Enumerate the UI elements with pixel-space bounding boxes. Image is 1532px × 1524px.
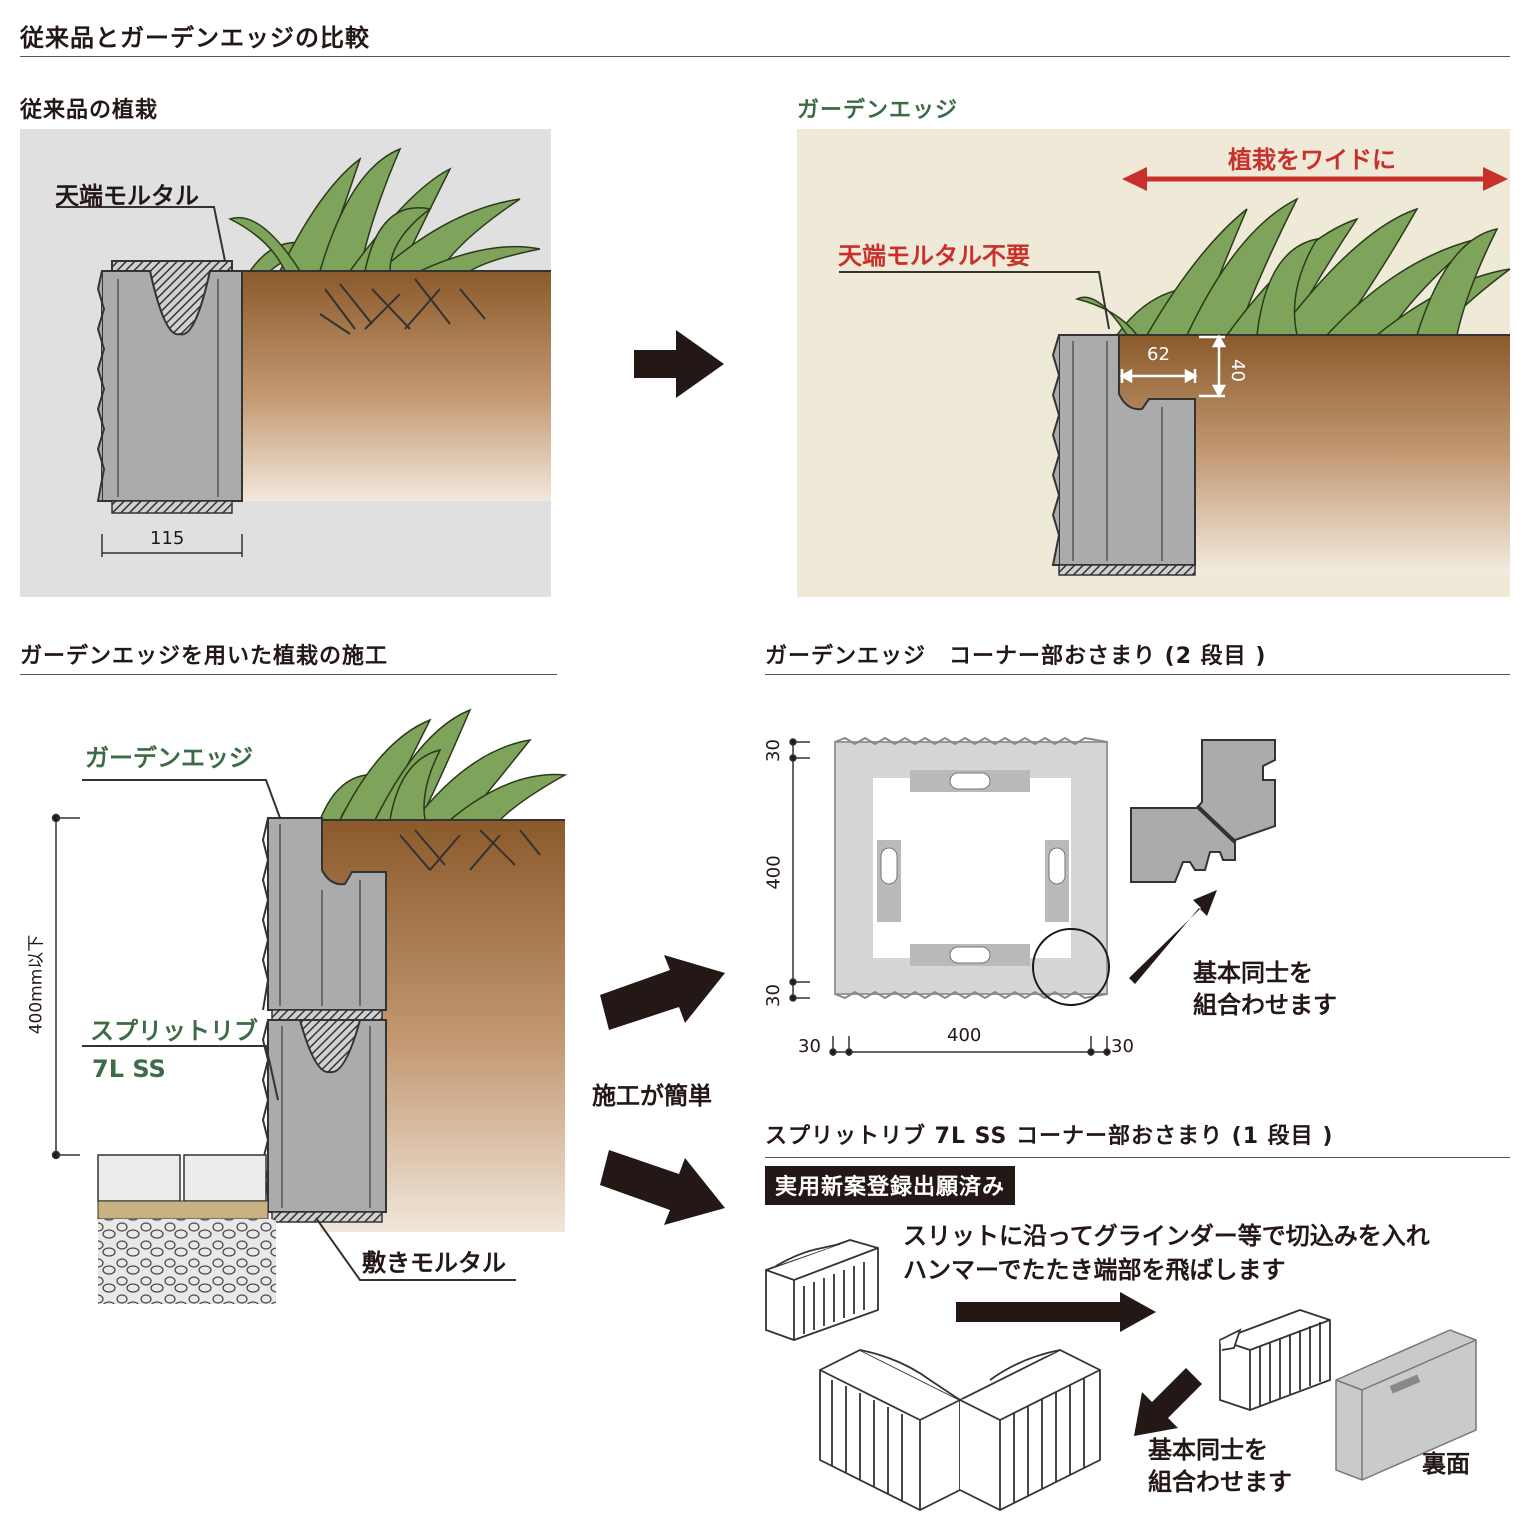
dim-62-label: 62 — [1147, 344, 1170, 365]
conventional-heading: 従来品の植栽 — [20, 98, 159, 123]
soil-hatch — [319, 278, 486, 335]
back-face-label: 裏面 — [1422, 1450, 1470, 1478]
paving-stone — [97, 1154, 181, 1202]
top-mortar-label: 天端モルタル — [55, 182, 199, 210]
gravel-layer — [98, 1219, 276, 1304]
dim-height — [51, 813, 80, 1160]
compare-arrow-icon — [634, 330, 724, 398]
dim-400-vertical: 400 — [763, 855, 785, 890]
corner1-note-line2: 組合わせます — [1148, 1468, 1292, 1496]
corner2-diagram — [789, 736, 1276, 1056]
split-rib-block-trimmed — [1219, 1309, 1331, 1411]
garden-edge-diagram — [839, 167, 1511, 576]
split-rib-label: スプリットリブ — [90, 1017, 258, 1045]
garden-edge-heading: ガーデンエッジ — [797, 98, 959, 123]
bed-mortar-label: 敷きモルタル — [362, 1249, 506, 1277]
corner1-arrow-icon — [1134, 1368, 1202, 1436]
dim-30-right: 30 — [1111, 1036, 1134, 1057]
easy-arrow-up-icon — [600, 955, 725, 1030]
construction-diagram — [51, 708, 568, 1304]
corner-assembly — [819, 1348, 1101, 1512]
corner1-diagram — [765, 1239, 1477, 1512]
conventional-diagram — [56, 147, 551, 557]
process-arrow-icon — [956, 1292, 1156, 1332]
easy-arrow-down-icon — [600, 1150, 725, 1225]
model-label: 7L SS — [92, 1055, 166, 1083]
soil — [242, 271, 551, 501]
split-rib-block-small — [765, 1239, 879, 1341]
corner2-note-line1: 基本同士を — [1193, 959, 1313, 987]
plant — [318, 708, 568, 821]
wide-label: 植栽をワイドに — [1228, 146, 1396, 174]
back-face-block — [1335, 1329, 1477, 1481]
dim-30-bottom: 30 — [762, 984, 784, 1007]
instruction-line1: スリットに沿ってグラインダー等で切込みを入れ — [903, 1222, 1430, 1250]
easy-label: 施工が簡単 — [592, 1082, 712, 1110]
construction-rule — [20, 674, 557, 675]
title-rule — [20, 56, 1510, 57]
paving-stone — [183, 1154, 267, 1202]
dim-30-top: 30 — [762, 739, 784, 762]
corner1-heading: スプリットリブ 7L SS コーナー部おさまり (1 段目 ) — [765, 1124, 1334, 1149]
dim-vertical — [789, 738, 810, 1002]
dim-height-label: 400mm以下 — [26, 934, 47, 1035]
patent-badge: 実用新案登録出願済み — [765, 1166, 1016, 1205]
no-mortar-label: 天端モルタル不要 — [838, 242, 1030, 270]
top-mortar — [111, 260, 233, 336]
garden-edge-label: ガーデンエッジ — [85, 744, 253, 772]
dim-115-label: 115 — [150, 528, 185, 549]
wide-arrow-icon — [1122, 167, 1508, 191]
corner2-rule — [765, 674, 1510, 675]
corner2-note-line2: 組合わせます — [1193, 991, 1337, 1019]
corner1-note-line1: 基本同士を — [1148, 1436, 1268, 1464]
dim-30-left: 30 — [798, 1036, 821, 1057]
corner1-rule — [765, 1157, 1510, 1158]
page-title: 従来品とガーデンエッジの比較 — [20, 24, 370, 52]
dim-400-horizontal: 400 — [947, 1025, 982, 1046]
bed-mortar — [271, 1211, 383, 1223]
corner-detail — [1130, 739, 1276, 883]
plant — [1074, 197, 1511, 336]
corner2-arrow-icon — [1129, 890, 1217, 984]
dim-horizontal — [829, 1036, 1111, 1056]
corner-frame — [834, 736, 1110, 1006]
garden-edge-block-upper — [267, 817, 387, 1011]
plant — [228, 147, 541, 272]
dim-115 — [101, 534, 243, 557]
sand-layer — [97, 1200, 269, 1220]
dim-40-label: 40 — [1226, 359, 1248, 382]
construction-heading: ガーデンエッジを用いた植栽の施工 — [20, 644, 389, 669]
garden-edge-block — [1058, 334, 1196, 566]
instruction-line2: ハンマーでたたき端部を飛ばします — [903, 1256, 1286, 1284]
dim-62-40 — [1119, 334, 1227, 398]
corner2-heading: ガーデンエッジ コーナー部おさまり (2 段目 ) — [765, 644, 1267, 669]
